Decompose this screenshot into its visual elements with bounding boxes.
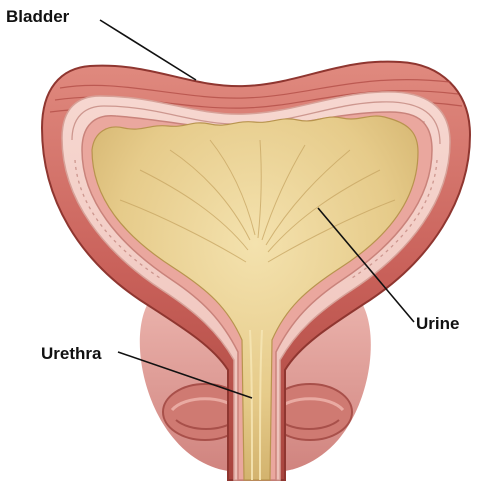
urethra-label: Urethra [41, 345, 101, 362]
bladder-label: Bladder [6, 8, 69, 25]
urine-label: Urine [416, 315, 459, 332]
